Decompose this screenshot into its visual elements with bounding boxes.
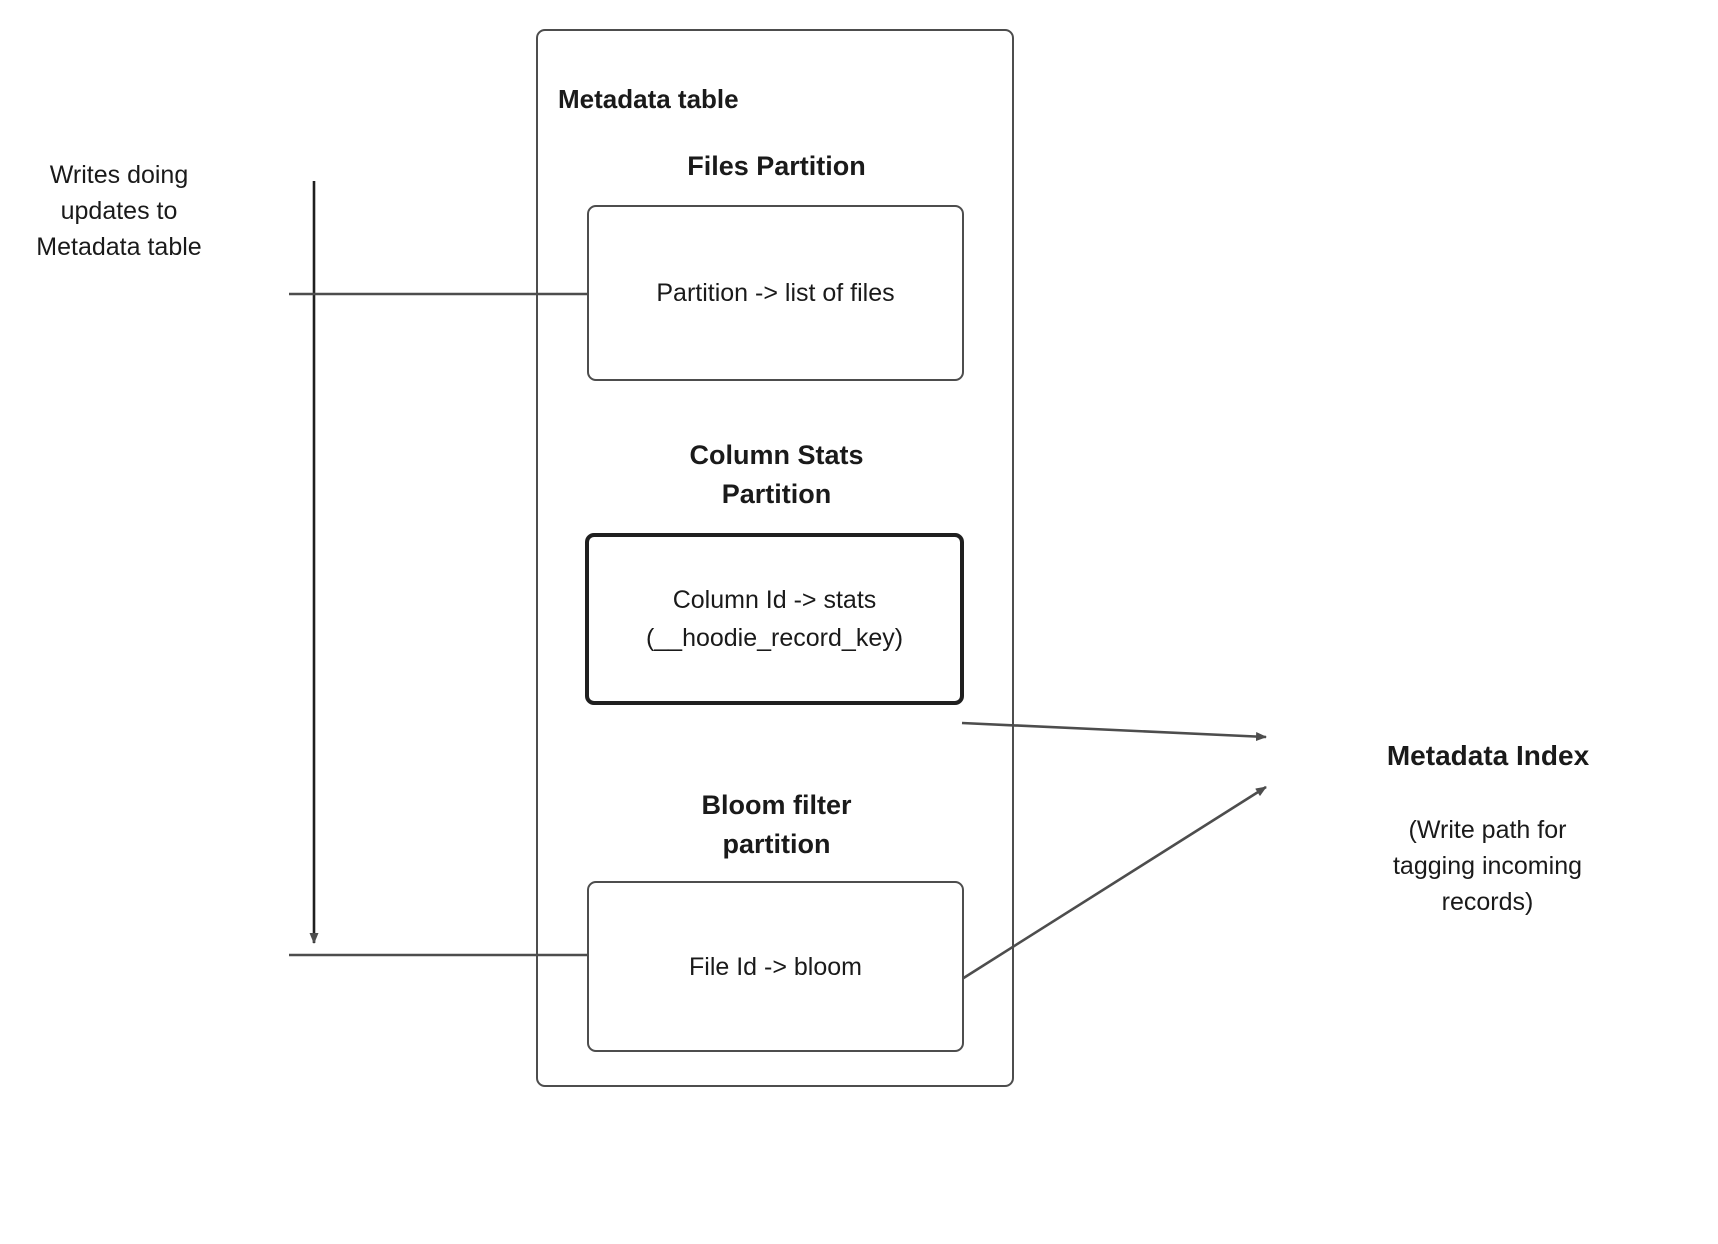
bloom-filter-partition-heading: Bloom filter partition: [589, 786, 964, 864]
files-partition-heading: Files Partition: [687, 151, 866, 181]
metadata-table-label: Metadata table: [558, 84, 739, 114]
column-stats-box-line-1: Column Id -> stats: [672, 586, 877, 614]
bloom-filter-heading-line-1: Bloom filter: [701, 790, 852, 820]
metadata-index-title: Metadata Index: [1386, 740, 1590, 771]
writes-note-line-3: Metadata table: [36, 233, 202, 261]
bloom-filter-partition-box: File Id -> bloom: [587, 881, 964, 1052]
metadata-index-caption-line-1: (Write path for: [1408, 816, 1567, 844]
column-stats-heading-line-2: Partition: [721, 479, 832, 509]
column-stats-partition-box: Column Id -> stats (__hoodie_record_key): [585, 533, 964, 705]
metadata-table-container: [536, 29, 1014, 1087]
files-partition-box-line-1: Partition -> list of files: [656, 279, 895, 307]
writes-note: Writes doing updates to Metadata table: [14, 157, 224, 265]
metadata-index-caption-line-3: records): [1441, 888, 1534, 916]
column-stats-partition-heading: Column Stats Partition: [589, 436, 964, 514]
files-partition-box: Partition -> list of files: [587, 205, 964, 381]
metadata-index-caption: (Write path for tagging incoming records…: [1300, 812, 1675, 920]
column-stats-box-line-2: (__hoodie_record_key): [645, 624, 904, 652]
writes-note-line-2: updates to: [60, 197, 178, 225]
column-stats-heading-line-1: Column Stats: [689, 440, 864, 470]
writes-note-line-1: Writes doing: [49, 161, 189, 189]
metadata-index-caption-line-2: tagging incoming: [1392, 852, 1582, 880]
bloom-filter-box-line-1: File Id -> bloom: [689, 952, 862, 981]
bloom-filter-heading-line-2: partition: [722, 829, 831, 859]
